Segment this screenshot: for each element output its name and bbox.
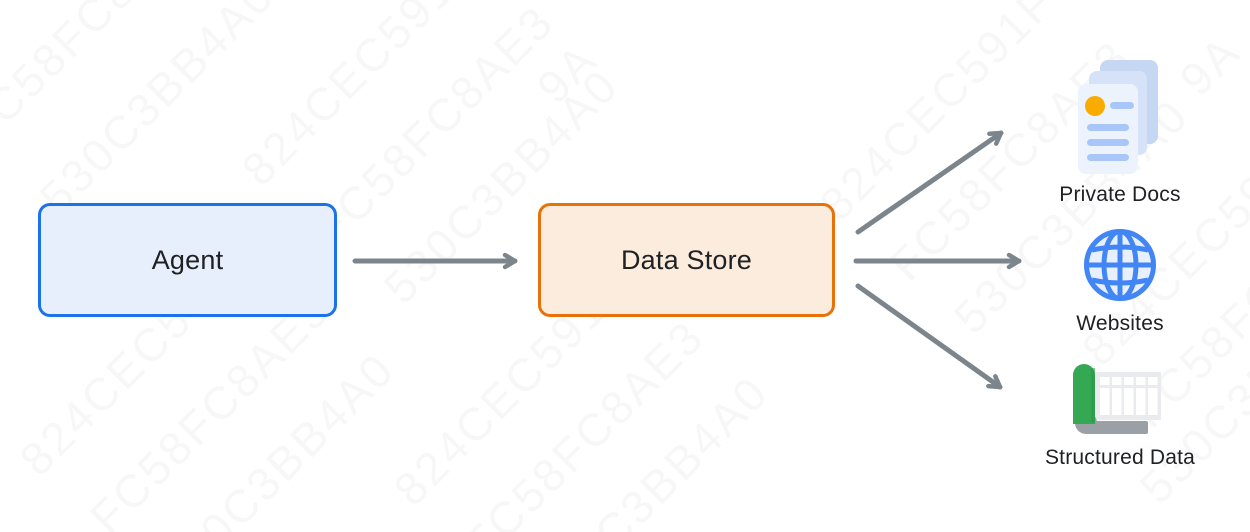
globe-icon bbox=[1084, 229, 1156, 301]
target-websites-label: Websites bbox=[1076, 312, 1164, 335]
target-structured-data-label: Structured Data bbox=[1044, 446, 1196, 469]
node-agent: Agent bbox=[38, 203, 337, 317]
target-structured-data bbox=[1066, 360, 1176, 440]
arrow-datastore-to-private-docs bbox=[855, 130, 1004, 235]
watermark-text: 530C3BB4A0 bbox=[149, 342, 405, 532]
node-data-store-label: Data Store bbox=[620, 244, 753, 275]
watermark-text: FC58FC8AE3 bbox=[453, 309, 715, 532]
watermark-text: 9A bbox=[1169, 24, 1250, 106]
watermark-text: FC58FC8AE3 bbox=[0, 0, 215, 156]
spreadsheet-roll-icon bbox=[1073, 364, 1161, 434]
target-private-docs bbox=[1070, 56, 1170, 180]
node-agent-label: Agent bbox=[151, 244, 224, 275]
stacked-documents-icon bbox=[1078, 60, 1158, 174]
arrow-datastore-to-structured-data bbox=[855, 283, 1003, 390]
target-websites bbox=[1082, 227, 1158, 303]
watermark-text: 9A bbox=[526, 32, 608, 114]
watermark-text: 824CEC591F bbox=[231, 0, 487, 196]
watermark-text: 530C3BB4A0 bbox=[523, 365, 779, 532]
watermark-text: FC58FC8AE3 bbox=[79, 282, 341, 532]
watermark-text: FC58FC8AE3 bbox=[303, 0, 565, 256]
watermark-text: 530C3BB4A0 bbox=[29, 0, 285, 224]
target-private-docs-label: Private Docs bbox=[1059, 183, 1181, 206]
node-data-store: Data Store bbox=[538, 203, 835, 317]
